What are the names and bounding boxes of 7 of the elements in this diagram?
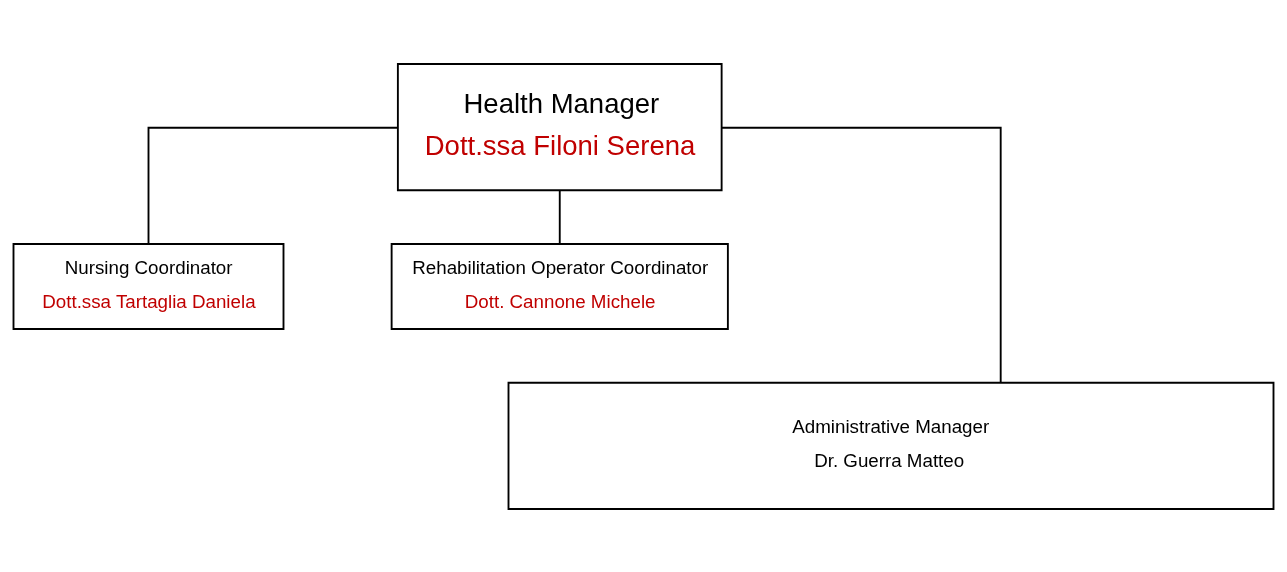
node-box: Nursing Coordinator Dott.ssa Tartaglia Daniela [12,242,285,330]
connector [720,126,1002,384]
connector [147,126,399,245]
connector [558,189,561,245]
node-box: Administrative Manager Dr. Guerra Matteo [507,381,1275,510]
node-box: Rehabilitation Operator Coordinator Dott. Cannone Michele [390,242,729,330]
node-box: Health Manager Dott.ssa Filoni Serena [396,62,723,191]
